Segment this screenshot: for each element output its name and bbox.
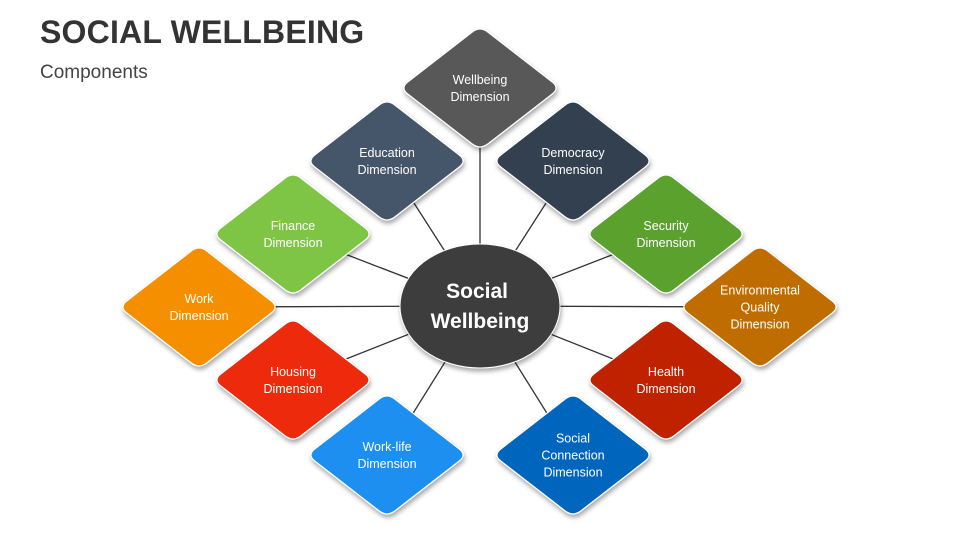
node-work-life-diamond (310, 395, 464, 515)
center-node: Social Wellbeing (399, 243, 561, 369)
center-ellipse (399, 243, 561, 369)
node-health-diamond (589, 320, 743, 440)
node-education-diamond (310, 101, 464, 221)
node-security-diamond (589, 174, 743, 294)
node-democracy-diamond (496, 101, 650, 221)
node-environmental-diamond (683, 247, 837, 367)
node-finance-diamond (216, 174, 370, 294)
page-subtitle: Components (40, 62, 148, 83)
node-social-connection-diamond (496, 395, 650, 515)
node-housing-diamond (216, 320, 370, 440)
center-label: Social Wellbeing (431, 280, 530, 333)
page-title: SOCIAL WELLBEING (40, 14, 365, 50)
node-wellbeing-diamond (403, 28, 557, 148)
node-work-diamond (122, 247, 276, 367)
